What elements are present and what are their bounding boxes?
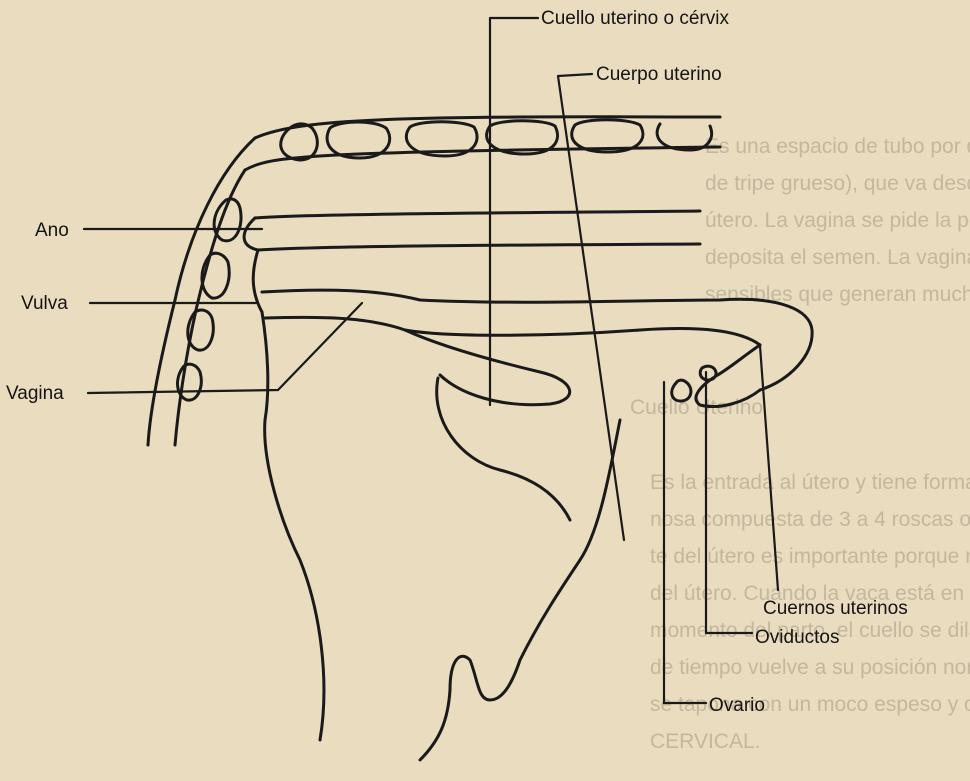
background-text-line: deposita el semen. La vagina tiene pared… (705, 246, 970, 269)
labels: Cuello uterino o cérvix Cuerpo uterino A… (6, 8, 908, 716)
rectum-upper-wall (255, 211, 700, 218)
body-floor-outline (437, 378, 570, 520)
background-text-line: sensibles que generan mucho trato cubito… (705, 283, 970, 306)
background-text-line: te del útero es importante porque regula… (650, 545, 970, 568)
vagina-lower-wall (265, 317, 760, 345)
label-uterine-horns: Cuernos uterinos (763, 598, 908, 619)
label-ovary: Ovario (709, 695, 765, 716)
bladder-outline (405, 330, 570, 405)
oviduct-knot (700, 366, 716, 380)
label-vagina: Vagina (6, 383, 64, 404)
background-text-line: Es la entrada al útero y tiene forma de … (650, 471, 970, 494)
background-text-line: Es una espacio de tubo por donde se comp… (705, 135, 970, 158)
background-text-line: CERVICAL. (650, 730, 761, 753)
vulva-outline (244, 218, 262, 312)
background-text-line: nosa compuesta de 3 a 4 roscas o anillos… (650, 508, 970, 531)
leader-ovary (664, 382, 706, 703)
background-text-line: de tiempo vuelve a su posición normal. C… (650, 656, 970, 679)
tail-inner-edge (175, 170, 245, 445)
background-text-line: de tripe grueso), que va desde la vulva … (705, 172, 970, 195)
vertebrae (178, 120, 712, 400)
leader-uterine-body (558, 74, 624, 540)
hind-leg-outline (262, 312, 324, 740)
udder-outline (420, 420, 620, 760)
label-vulva: Vulva (21, 293, 68, 314)
background-text-line: útero. La vagina se pide la pene del tor… (705, 209, 970, 232)
label-cervix: Cuello uterino o cérvix (541, 8, 729, 29)
label-anus: Ano (35, 220, 69, 241)
rectum-lower-wall (258, 244, 700, 250)
label-uterine-body: Cuerpo uterino (596, 64, 722, 85)
background-text: Es una espacio de tubo por donde se comp… (630, 135, 970, 753)
label-oviducts: Oviductos (755, 627, 839, 648)
background-text-line: se tapona con un moco espeso y cristalin… (650, 693, 970, 716)
